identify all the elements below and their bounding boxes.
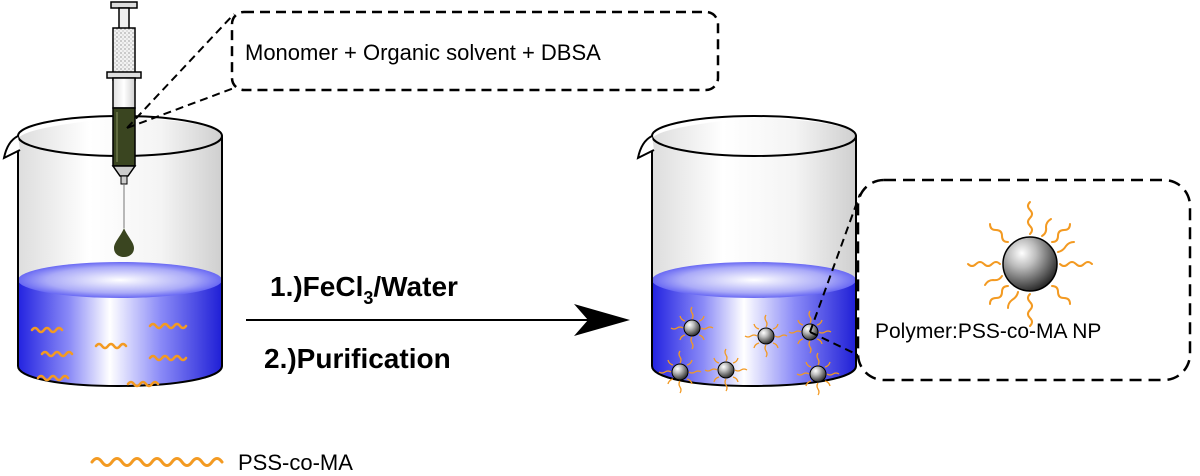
callout-syringe-text: Monomer + Organic solvent + DBSA: [245, 40, 601, 65]
small-nanoparticle: [796, 352, 840, 396]
reaction-step-2: 2.)Purification: [264, 343, 451, 374]
small-nanoparticle: [670, 306, 714, 350]
small-nanoparticle: [744, 314, 788, 358]
np-corona-chains: [967, 201, 1093, 327]
right-nanoparticles: [658, 306, 840, 396]
legend-label: PSS-co-MA: [238, 450, 353, 475]
polymer-chain: [148, 322, 188, 330]
polymer-chain: [30, 326, 64, 334]
right-water: [652, 280, 856, 386]
large-nanoparticle: [967, 201, 1093, 327]
left-polymer-chains: [30, 322, 188, 388]
np-callout-leader-bottom: [809, 331, 861, 357]
polymer-chain: [126, 380, 160, 388]
left-water-surface: [18, 262, 222, 298]
callout-np-text: Polymer:PSS-co-MA NP: [875, 320, 1101, 343]
droplet: [114, 228, 134, 257]
polymer-chain: [148, 354, 188, 362]
small-nanoparticle: [704, 348, 748, 392]
syringe: [106, 1, 142, 228]
legend-chain-icon: [90, 457, 224, 467]
polymer-chain: [40, 350, 74, 358]
callout-box-syringe: [230, 10, 720, 92]
callout-leader-bottom: [126, 87, 235, 129]
np-callout-leader-top: [809, 193, 861, 333]
reaction-arrow-head: [574, 304, 630, 336]
right-water-surface: [652, 262, 856, 298]
callout-leader-top: [126, 13, 235, 129]
polymer-chain: [36, 374, 70, 382]
small-nanoparticle: [658, 350, 702, 394]
reaction-step-1: 1.)FeCl3/Water: [270, 271, 458, 308]
polymer-chain: [94, 342, 128, 350]
right-beaker: [636, 115, 857, 388]
